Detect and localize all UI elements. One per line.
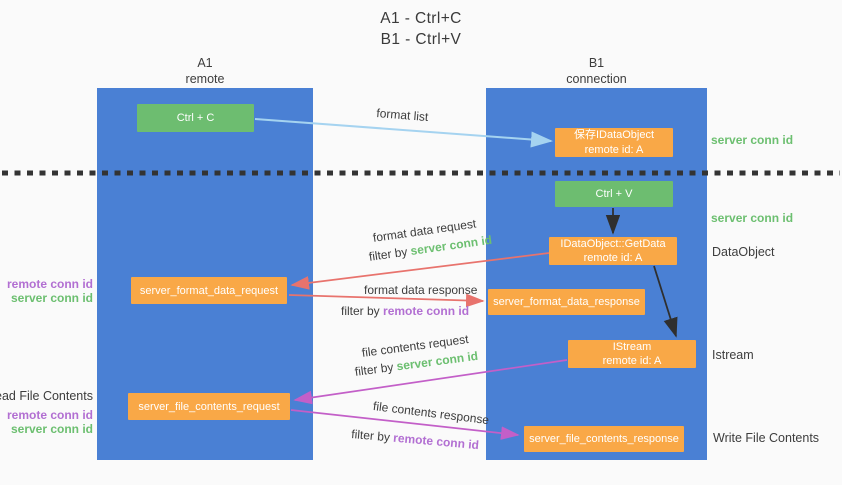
lane-a1-name: A1: [197, 56, 213, 70]
node-istream-title: IStream: [612, 340, 652, 353]
node-getdata-remote-id: remote id: A: [583, 252, 643, 264]
annotation-server-conn-id-mid: server conn id: [711, 211, 794, 225]
edge-label-format-data-response: format data response: [364, 283, 478, 297]
annotation-remote-conn-id-format: remote conn id: [6, 277, 93, 291]
filter-remote-conn-id: remote conn id: [383, 304, 470, 318]
node-save-idataobject-remote-id: remote id: A: [584, 143, 644, 156]
node-istream: IStream remote id: A: [568, 340, 696, 368]
filter-by-text: filter by: [368, 244, 409, 264]
annotation-write-file-contents: Write File Contents: [713, 431, 820, 445]
filter-by-text: filter by: [354, 359, 395, 379]
lane-b1-name: B1: [588, 56, 605, 70]
lane-header-b1: B1 connection: [486, 55, 707, 88]
node-server-format-data-response: server_format_data_response: [488, 289, 645, 315]
node-server-file-contents-response: server_file_contents_response: [524, 426, 684, 452]
annotation-read-file-contents: Read File Contents: [0, 389, 93, 403]
filter-by-text: filter by: [350, 427, 391, 445]
node-ctrl-c: Ctrl + C: [137, 104, 254, 132]
edge-label-file-contents-response: file contents response: [372, 399, 490, 428]
node-ctrl-v: Ctrl + V: [555, 181, 673, 207]
filter-remote-conn-id: remote conn id: [392, 430, 480, 453]
edge-label-format-list: format list: [375, 106, 429, 125]
node-idataobject-getdata: IDataObject::GetData remote id: A: [549, 237, 677, 265]
annotation-server-conn-id-format: server conn id: [10, 291, 93, 305]
lane-header-a1: A1 remote: [97, 55, 313, 88]
edge-label-filter-file-response: filter by remote conn id: [351, 427, 480, 452]
filter-by-text: filter by: [341, 304, 380, 318]
node-istream-remote-id: remote id: A: [602, 355, 662, 367]
annotation-server-conn-id-top: server conn id: [711, 133, 794, 147]
diagram-title: A1 - Ctrl+C B1 - Ctrl+V: [0, 9, 842, 51]
node-save-idataobject-title: 保存IDataObject: [573, 129, 655, 142]
annotation-server-conn-id-file: server conn id: [10, 422, 93, 436]
node-server-file-contents-request: server_file_contents_request: [128, 393, 290, 420]
node-server-format-data-request: server_format_data_request: [131, 277, 287, 304]
lane-b1-subtitle: connection: [566, 72, 627, 87]
edge-label-filter-format-response: filter by remote conn id: [341, 304, 469, 318]
title-line-2: B1 - Ctrl+V: [380, 30, 462, 48]
annotation-istream: Istream: [712, 348, 754, 362]
title-line-1: A1 - Ctrl+C: [380, 10, 462, 27]
annotation-remote-conn-id-file: remote conn id: [6, 408, 93, 422]
annotation-dataobject: DataObject: [712, 245, 775, 259]
node-getdata-title: IDataObject::GetData: [560, 237, 666, 250]
lane-a1-subtitle: remote: [185, 72, 225, 87]
node-save-idataobject: 保存IDataObject remote id: A: [555, 128, 673, 157]
